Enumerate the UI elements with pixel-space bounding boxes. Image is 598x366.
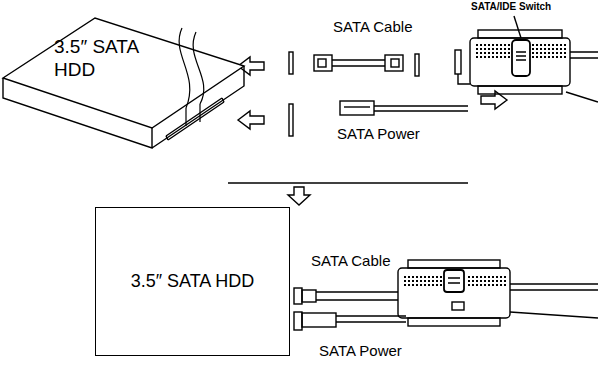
sata-cable [332, 60, 385, 66]
part-label: SATA Power [318, 342, 403, 359]
sata-plug [302, 290, 316, 302]
connector-end [294, 312, 302, 330]
drive-label: 3.5″ SATA HDD [54, 36, 164, 82]
sata-plug [391, 59, 399, 67]
connector-end [289, 52, 293, 74]
sata-plug [385, 55, 403, 71]
part-label: SATA Power [336, 125, 421, 142]
part-label: SATA/IDE Switch [470, 1, 552, 12]
adapter [398, 260, 598, 326]
part-label: SATA Cable [310, 252, 391, 269]
connector-end [415, 54, 419, 76]
divider-line [228, 182, 468, 183]
power-cable [374, 106, 468, 111]
part-label: SATA Cable [332, 18, 413, 35]
hollow-arrow [238, 111, 264, 129]
power-plug [344, 106, 370, 107]
sata-plug [318, 59, 326, 67]
power-plug [340, 101, 374, 115]
connector-end [289, 104, 293, 136]
drive-label: 3.5″ SATA HDD [125, 271, 261, 293]
power-plug [302, 313, 336, 327]
connector-end [294, 288, 302, 304]
adapter [455, 30, 598, 102]
sata-cable [316, 292, 398, 300]
leader-line [514, 16, 521, 38]
hard-drive: 3.5″ SATA HDD [0, 14, 248, 154]
sata-plug [314, 55, 332, 71]
power-cable [336, 316, 406, 322]
drive-box: 3.5″ SATA HDD [95, 207, 290, 356]
drive-outline [0, 14, 248, 154]
hollow-arrow [288, 187, 310, 205]
